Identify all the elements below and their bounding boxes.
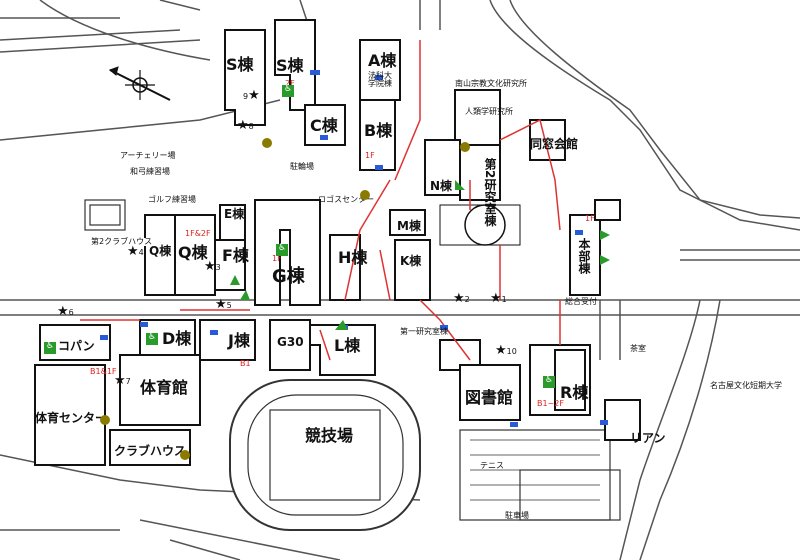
building-j-label: J棟 (228, 331, 250, 350)
buildings (34, 19, 641, 466)
star-icon: ★6 (57, 304, 74, 319)
building-q-label: Q棟 (149, 244, 172, 258)
research-1-label: 第一研究室棟 (400, 327, 448, 336)
star-icon: ★5 (215, 297, 232, 312)
research-2-label: 第2研究室棟 (483, 158, 497, 227)
tea-room-label: 茶室 (630, 344, 646, 353)
gym-center-label: 体育センター (35, 411, 108, 425)
caution-icon (360, 190, 370, 200)
star-icon: ★4 (127, 244, 144, 259)
star-icon: ★2 (453, 291, 470, 306)
caution-icon (100, 415, 110, 425)
floor-tag: 1F (272, 254, 282, 263)
floor-tag: 2F (285, 79, 295, 88)
star-icon: ★8 (237, 118, 254, 133)
building-h-label: H棟 (338, 248, 368, 267)
building-s-label: S棟 (226, 55, 254, 74)
building-a-label: A棟 (368, 51, 397, 70)
floor-tag: 1F (365, 151, 375, 160)
archery-label: アーチェリー場 (120, 151, 176, 160)
tennis-label: テニス (480, 461, 504, 470)
star-icon: ★1 (490, 291, 507, 306)
floor-tag: B1~2F (537, 399, 564, 408)
building-g-label: G棟 (272, 266, 305, 287)
stadium-label: 競技場 (305, 426, 354, 445)
building-e-label: E棟 (224, 207, 245, 221)
floor-tag: 1F&2F (185, 229, 211, 238)
bike-parking-label: 駐輪場 (290, 162, 314, 171)
wheelchair-icon: ♿ (44, 342, 56, 354)
building-m-label: M棟 (397, 219, 421, 233)
building-s2-label: S棟 (276, 56, 304, 75)
building-d-label: D棟 (162, 329, 192, 348)
star-icon: 9★ (243, 88, 260, 103)
nagoya-bunka-label: 名古屋文化短期大学 (710, 381, 782, 390)
building-r-label: R棟 (560, 383, 589, 402)
building-b-label: B棟 (364, 121, 393, 140)
building-k-label: K棟 (400, 254, 422, 268)
building-g30-label: G30 (277, 335, 304, 349)
floor-tag: B1 (240, 359, 251, 368)
library-label: 図書館 (465, 388, 514, 407)
floor-tag: 1F (585, 214, 595, 223)
building-c-label: C棟 (310, 116, 338, 135)
sports-fields (84, 199, 621, 531)
caution-icon (460, 142, 470, 152)
club-house-2-label: 第2クラブハウス (90, 237, 154, 246)
building-a-sub-label: 法科大学院棟 (368, 71, 392, 88)
green-markers (230, 180, 610, 330)
alumni-hall-label: 同窓会館 (530, 137, 579, 151)
star-icon: ★3 (204, 259, 221, 274)
lian-label: リアン (630, 431, 666, 445)
building-l-label: L棟 (334, 336, 361, 355)
club-house-label: クラブハウス (114, 444, 187, 458)
kyudo-label: 和弓練習場 (130, 167, 170, 176)
logos-center-label: ロゴスセンター (318, 195, 375, 204)
star-icon: ★7 (114, 373, 131, 388)
wheelchair-icon: ♿ (543, 376, 555, 388)
caution-icon (180, 450, 190, 460)
route-paths (80, 40, 561, 361)
gym-label: 体育館 (140, 378, 189, 397)
golf-label: ゴルフ練習場 (148, 195, 196, 204)
wheelchair-icon: ♿ (282, 85, 294, 97)
reception-label: 総合受付 (565, 297, 597, 306)
anthropology-institute-label: 人類学研究所 (465, 107, 513, 116)
compass-icon (109, 66, 171, 101)
wheelchair-icon: ♿ (276, 244, 288, 256)
wheelchair-icon: ♿ (146, 333, 158, 345)
building-f-label: F棟 (222, 246, 249, 265)
star-icon: ★10 (495, 343, 517, 358)
building-q2-label: Q棟 (178, 243, 208, 262)
floor-tag: B1&1F (90, 367, 117, 376)
honbu-label: 本部棟 (577, 238, 591, 274)
kopan-label: コパン (58, 339, 95, 353)
parking-label: 駐車場 (505, 511, 529, 520)
nanzan-institute-label: 南山宗教文化研究所 (455, 79, 527, 88)
caution-icon (262, 138, 272, 148)
building-n-label: N棟 (430, 179, 453, 193)
